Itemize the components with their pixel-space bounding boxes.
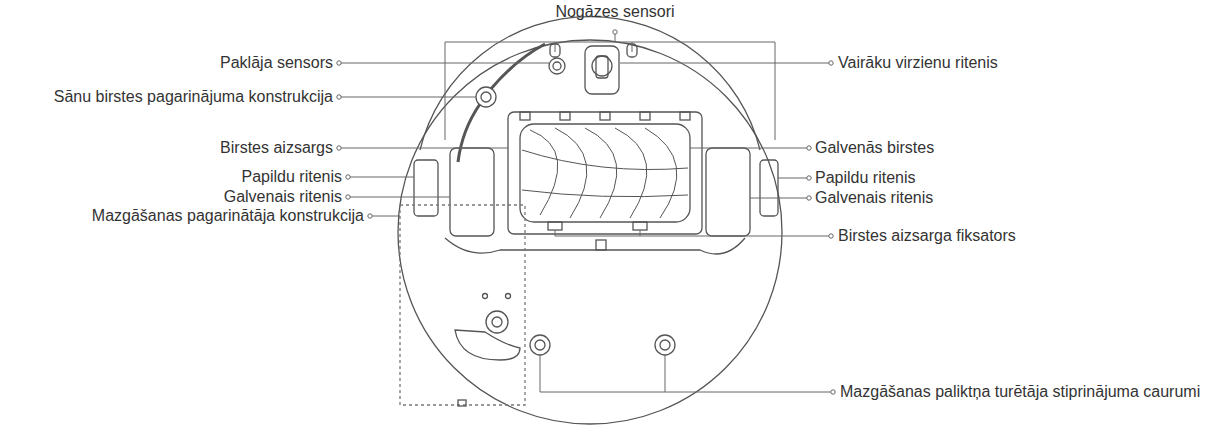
carpet-sensor [549, 58, 565, 74]
mount-hole [655, 335, 675, 355]
leader-lines [337, 30, 835, 394]
part-label: Papildu ritenis [815, 168, 916, 188]
part-label: Paklāja sensors [220, 53, 333, 73]
part-label: Mazgāšanas pagarinātāja konstrukcija [92, 206, 364, 226]
side-brush [458, 44, 545, 162]
part-label: Nogāzes sensori [555, 2, 674, 22]
main-wheel [706, 148, 750, 236]
guard-fixator [633, 222, 647, 230]
mount-hole [530, 335, 550, 355]
guard-fixator [548, 222, 562, 230]
part-label: Galvenais ritenis [815, 188, 933, 208]
brush-helix [522, 128, 688, 218]
mop-extension [486, 311, 508, 333]
part-label: Sānu birstes pagarinājuma konstrukcija [54, 87, 333, 107]
aux-wheel [414, 160, 438, 216]
robot-body [398, 40, 782, 424]
main-brush [520, 124, 690, 222]
part-label: Galvenais ritenis [224, 187, 342, 207]
part-label: Galvenās birstes [815, 138, 934, 158]
part-label: Mazgāšanas paliktņa turētāja stiprinājum… [840, 382, 1220, 402]
part-label: Vairāku virzienu ritenis [838, 53, 998, 73]
bumper-line [420, 17, 760, 150]
omni-wheel [585, 46, 619, 94]
aux-wheel [760, 160, 778, 216]
main-wheel [450, 148, 494, 236]
part-label: Birstes aizsargs [220, 138, 333, 158]
mop-extension-area [400, 205, 525, 405]
brush-guard [508, 112, 702, 234]
part-label: Papildu ritenis [242, 167, 343, 187]
part-label: Birstes aizsarga fiksators [838, 226, 1016, 246]
